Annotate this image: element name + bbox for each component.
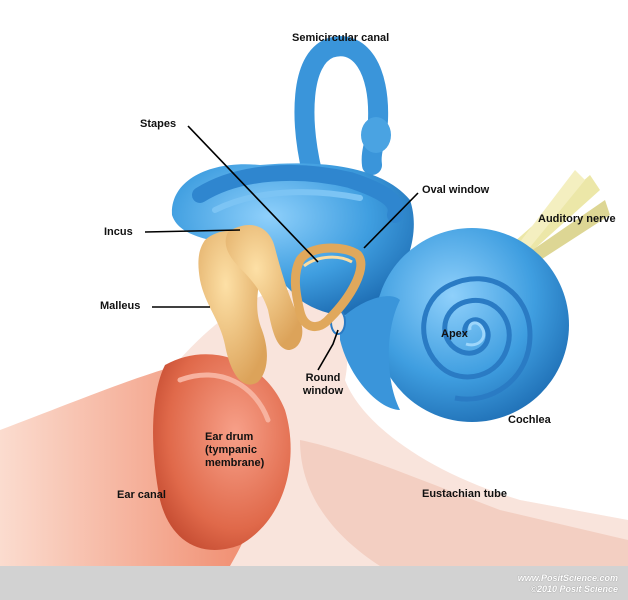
footer-bar: www.PositScience.com ©2010 Posit Science — [0, 566, 628, 600]
label-auditory-nerve: Auditory nerve — [538, 213, 616, 225]
label-ear-drum: Ear drum (tympanic membrane) — [205, 431, 264, 470]
cochlea-base — [340, 296, 400, 410]
label-round-window-line2: window — [302, 385, 344, 397]
canal-ring — [192, 164, 404, 223]
label-oval-window: Oval window — [422, 184, 490, 196]
cochlea-spiral — [421, 276, 533, 402]
label-round-window: Round window — [298, 372, 348, 398]
eustachian-tube-shape — [300, 440, 628, 566]
label-ear-drum-line1: Ear drum — [205, 431, 254, 443]
semicircular-canal-ampulla — [361, 117, 391, 153]
label-ear-drum-line3: membrane) — [205, 457, 265, 469]
label-semicircular-canal: Semicircular canal — [292, 32, 390, 44]
semicircular-canal-loop — [294, 36, 389, 182]
label-eustachian-tube: Eustachian tube — [422, 488, 507, 500]
incus-bone — [225, 225, 303, 350]
credit-website: www.PositScience.com — [517, 573, 618, 583]
stapes-bone — [290, 243, 366, 331]
auditory-nerve-fibers — [505, 170, 610, 270]
label-stapes: Stapes — [140, 118, 177, 130]
label-round-window-line1: Round — [305, 372, 341, 384]
label-malleus: Malleus — [100, 300, 141, 312]
credit-copyright: ©2010 Posit Science — [530, 584, 618, 594]
label-cochlea: Cochlea — [508, 414, 551, 426]
label-incus: Incus — [104, 226, 133, 238]
label-ear-canal: Ear canal — [117, 489, 166, 501]
label-apex: Apex — [441, 328, 468, 340]
ear-drum — [153, 354, 291, 550]
label-ear-drum-line2: (tympanic — [205, 444, 257, 456]
leader-lines — [144, 125, 419, 371]
